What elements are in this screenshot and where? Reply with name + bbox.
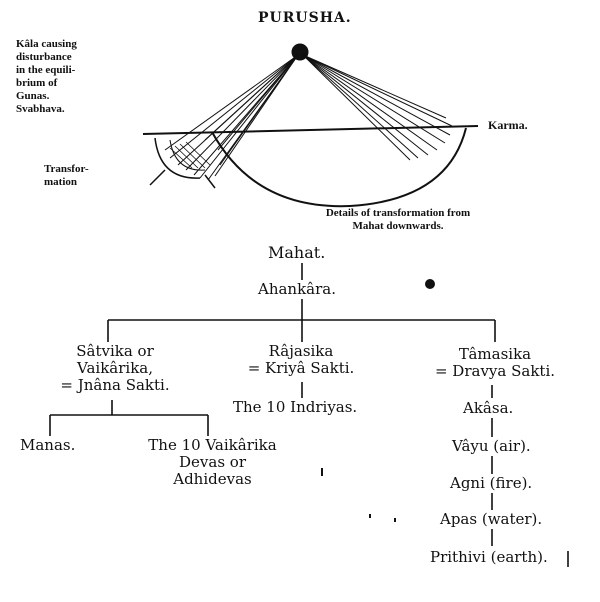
node-indriyas: The 10 Indriyas. <box>233 398 358 416</box>
satvika-line: Vaikârika, <box>77 359 153 377</box>
node-vayu: Vâyu (air). <box>452 437 531 455</box>
purusha-illustration <box>142 43 479 208</box>
node-akasa: Akâsa. <box>463 399 514 417</box>
transformation-note: Transfor- mation <box>44 163 89 189</box>
kala-line: Kâla causing <box>16 38 77 50</box>
right-ray-bundle <box>302 54 453 161</box>
node-rajasika: Râjasika = Kriyâ Sakti. <box>236 343 366 377</box>
kala-line: Gunas. <box>16 90 50 102</box>
arc-tick-left <box>149 169 166 186</box>
left-ray-bundle <box>164 54 299 181</box>
node-apas: Apas (water). <box>440 510 543 528</box>
rajasika-line: Râjasika <box>268 342 334 360</box>
satvika-line: = Jnâna Sakti. <box>60 376 170 394</box>
stray-marks <box>321 279 435 522</box>
node-ahankara: Ahankâra. <box>258 280 337 298</box>
transformation-line: mation <box>44 176 77 188</box>
node-prithivi: Prithivi (earth). <box>430 548 548 566</box>
node-agni: Agni (fire). <box>450 474 533 492</box>
left-hatching <box>169 141 211 169</box>
karma-label: Karma. <box>488 118 528 132</box>
caption: Details of transformation from Mahat dow… <box>303 207 493 233</box>
caption-line: Details of transformation from <box>325 207 471 219</box>
kala-line: in the equili- <box>16 64 76 76</box>
node-satvika: Sâtvika or Vaikârika, = Jnâna Sakti. <box>40 343 190 394</box>
tamasika-line: = Dravya Sakti. <box>434 362 556 380</box>
node-tamasika: Tâmasika = Dravya Sakti. <box>425 346 565 380</box>
caption-line: Mahat downwards. <box>352 220 444 232</box>
devas-line: The 10 Vaikârika <box>148 436 277 454</box>
rajasika-line: = Kriyâ Sakti. <box>247 359 355 377</box>
satvika-line: Sâtvika or <box>76 342 154 360</box>
karma-baseline <box>142 125 479 135</box>
karma-bowl <box>211 127 467 208</box>
node-manas: Manas. <box>20 436 76 454</box>
purusha-label: PURUSHA. <box>258 10 352 26</box>
arc-tick-right <box>204 174 216 189</box>
tamasika-line: Tâmasika <box>458 345 532 363</box>
node-vaikarika-devas: The 10 Vaikârika Devas or Adhidevas <box>135 437 290 488</box>
transformation-arc-2 <box>169 139 206 171</box>
tree-connectors <box>49 263 569 567</box>
transformation-line: Transfor- <box>44 163 89 175</box>
kala-line: disturbance <box>16 51 72 63</box>
devas-line: Adhidevas <box>173 470 252 488</box>
node-mahat: Mahat. <box>268 243 326 262</box>
kala-line: brium of <box>16 77 58 89</box>
devas-line: Devas or <box>179 453 246 471</box>
kala-note: Kâla causing disturbance in the equili- … <box>16 38 77 116</box>
transformation-arc <box>154 137 201 179</box>
kala-line: Svabhava. <box>16 103 65 115</box>
